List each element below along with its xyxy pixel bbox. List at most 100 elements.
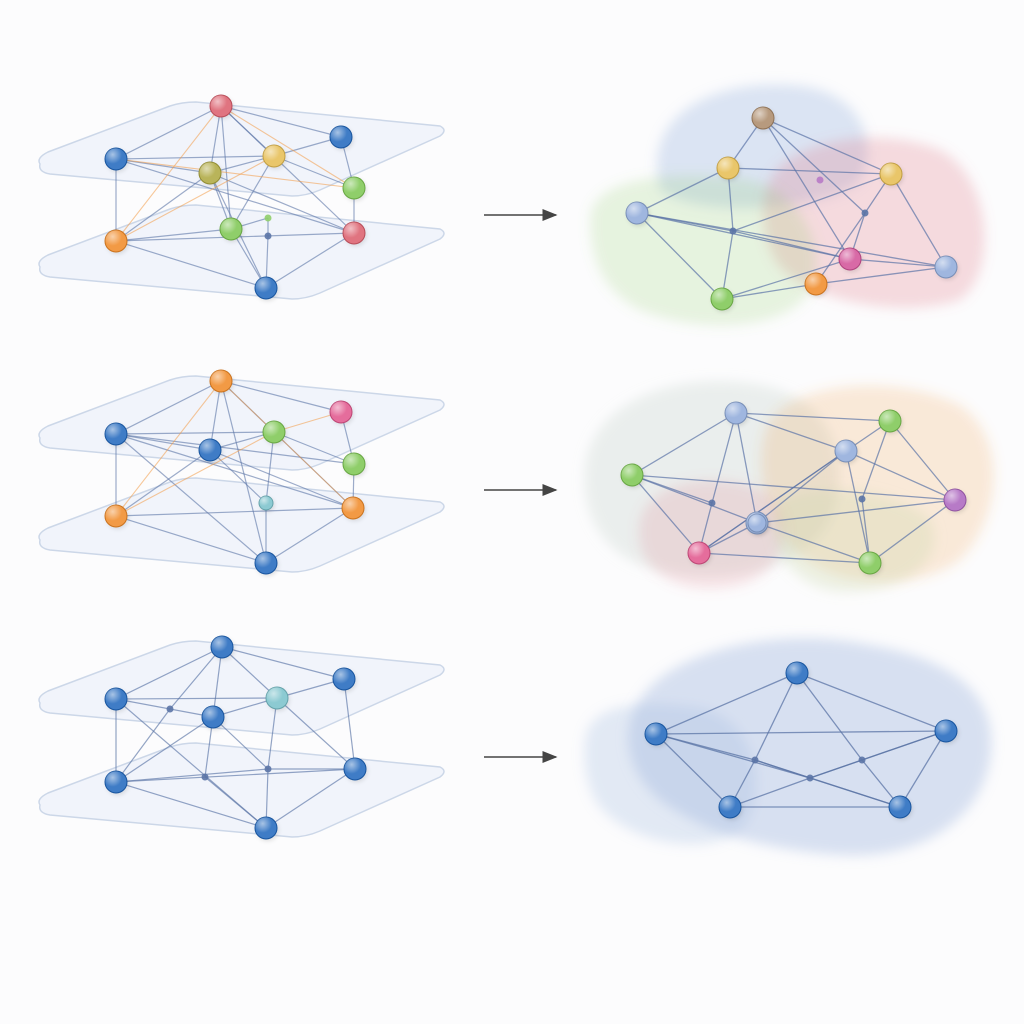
row1-merged-edge: [762, 117, 851, 260]
row3-layer-node-highlight: [255, 817, 277, 839]
row2-layer-edge: [220, 380, 342, 413]
row3-merged-edge: [796, 672, 947, 732]
row2-merged-edge: [698, 450, 847, 554]
row2-layer-edge: [115, 433, 355, 465]
row1-layer-node-orange-highlight: [105, 230, 127, 252]
row2-merged-edge: [631, 412, 737, 476]
row3-layer-junction: [166, 705, 174, 713]
row1-layer-edge: [115, 240, 267, 289]
row2-layer-node-blue-highlight: [255, 552, 277, 574]
row1-merged-node-lightblue-highlight: [626, 202, 648, 224]
row2-merged-edge: [889, 420, 956, 501]
row3-layer-node-highlight: [105, 771, 127, 793]
row1-merged-node-orange-highlight: [805, 273, 827, 295]
row2-merged-edge: [631, 474, 956, 501]
row1-merged-node-magenta-highlight: [839, 248, 861, 270]
row1-merged-node-lightblue-highlight: [935, 256, 957, 278]
row3-merged-junction: [751, 756, 759, 764]
row1-merged-edge: [636, 167, 729, 214]
row2-merged-edge: [845, 450, 871, 564]
row3-layer-edge: [115, 768, 269, 783]
row1-merged-edge: [849, 258, 947, 268]
row1-region-green: [590, 175, 817, 326]
row3-merged-junction: [806, 774, 814, 782]
row1-merged-edge: [636, 212, 723, 300]
row3-merged-edge: [754, 672, 798, 761]
row2-merged-edge: [735, 412, 758, 524]
row2-layer-node-blue-highlight: [199, 439, 221, 461]
row3-merged-edge: [655, 733, 811, 779]
row3-layer-edge: [221, 646, 345, 680]
row2-layer-edge: [115, 433, 211, 451]
row1-layer-edge: [220, 105, 232, 230]
row1-layer-edge: [273, 155, 355, 189]
row1-merged-edge: [762, 117, 866, 214]
row2-layer-node-orange-highlight: [210, 370, 232, 392]
row3-lower-plane: [38, 742, 445, 838]
row1-layer-color-edge: [115, 155, 275, 242]
row3-layer-node-highlight: [105, 688, 127, 710]
row3-layer-node-highlight: [266, 687, 288, 709]
row3-merged-edge: [809, 759, 863, 779]
row1-layer-color-edge: [115, 158, 355, 189]
row3-layer-edge: [115, 646, 223, 700]
row1-layer-edge: [209, 172, 355, 234]
row3-merged-edge: [796, 672, 863, 761]
row2-region-green: [773, 489, 935, 593]
row2-layer-edge: [115, 431, 275, 435]
row3-layer-edge: [115, 716, 214, 783]
row1-layer-edge: [115, 105, 222, 160]
row3-merged-node-blue-highlight: [645, 723, 667, 745]
row1-merged-node-taupe-highlight: [752, 107, 774, 129]
row2-merged-edge: [845, 450, 956, 501]
row2-merged-node-lightblue-highlight: [835, 440, 857, 462]
row1-merged-edge: [636, 212, 947, 268]
row3-layer-node-highlight: [344, 758, 366, 780]
row2-merged-node-green-highlight: [859, 552, 881, 574]
row3-layer-edge: [265, 768, 356, 829]
row2-merged-junction: [708, 499, 716, 507]
row1-merged-edge: [815, 266, 947, 285]
row1-merged-edge: [721, 283, 817, 300]
row3-layer-node-highlight: [202, 706, 224, 728]
row2-layer-node-orange-highlight: [342, 497, 364, 519]
row2-layer-node-green-highlight: [343, 453, 365, 475]
graph-nodes: [104, 94, 968, 841]
row2-merged-edge: [756, 499, 956, 524]
row3-merged-node-blue-highlight: [786, 662, 808, 684]
row1-layer-edge: [220, 105, 355, 234]
row1-layer-edge: [220, 105, 342, 138]
row3-layer-edge: [115, 768, 356, 783]
row1-merged-edge: [732, 230, 851, 260]
row2-merged-junction: [858, 495, 866, 503]
row3-layer-edge: [343, 678, 356, 770]
row1-layer-node-blue-highlight: [330, 126, 352, 148]
row2-lower-plane: [38, 477, 445, 573]
row1-layer-junction: [264, 214, 272, 222]
row1-merged-node-yellow-highlight: [880, 163, 902, 185]
row2-layer-color-edge: [273, 411, 342, 433]
row1-merged-edge: [762, 117, 892, 175]
row1-layer-edge: [115, 158, 355, 234]
row2-merged-edge: [698, 552, 871, 564]
row3-upper-plane: [38, 640, 445, 736]
row2-layer-color-edge: [220, 380, 354, 509]
row2-layer-edge: [115, 380, 222, 435]
row1-layer-node-green-highlight: [343, 177, 365, 199]
row2-merged-node-green-highlight: [879, 410, 901, 432]
row2-layer-node-green-highlight: [263, 421, 285, 443]
row2-merged-edge: [711, 412, 737, 504]
row1-layer-edge: [115, 228, 232, 242]
row2-layer-color-edge: [115, 431, 275, 517]
row3-layer-junction: [264, 765, 272, 773]
row2-merged-node-green-highlight: [621, 464, 643, 486]
row1-upper-plane: [38, 101, 445, 197]
row1-merged-edge: [732, 173, 892, 232]
row3-layer-edge: [115, 698, 214, 718]
row2-layer-edge: [115, 433, 354, 509]
row2-merged-node-purple-highlight: [944, 489, 966, 511]
row2-merged-edge: [735, 412, 847, 452]
row3-layer-node-highlight: [333, 668, 355, 690]
row1-layer-edge: [230, 155, 275, 230]
